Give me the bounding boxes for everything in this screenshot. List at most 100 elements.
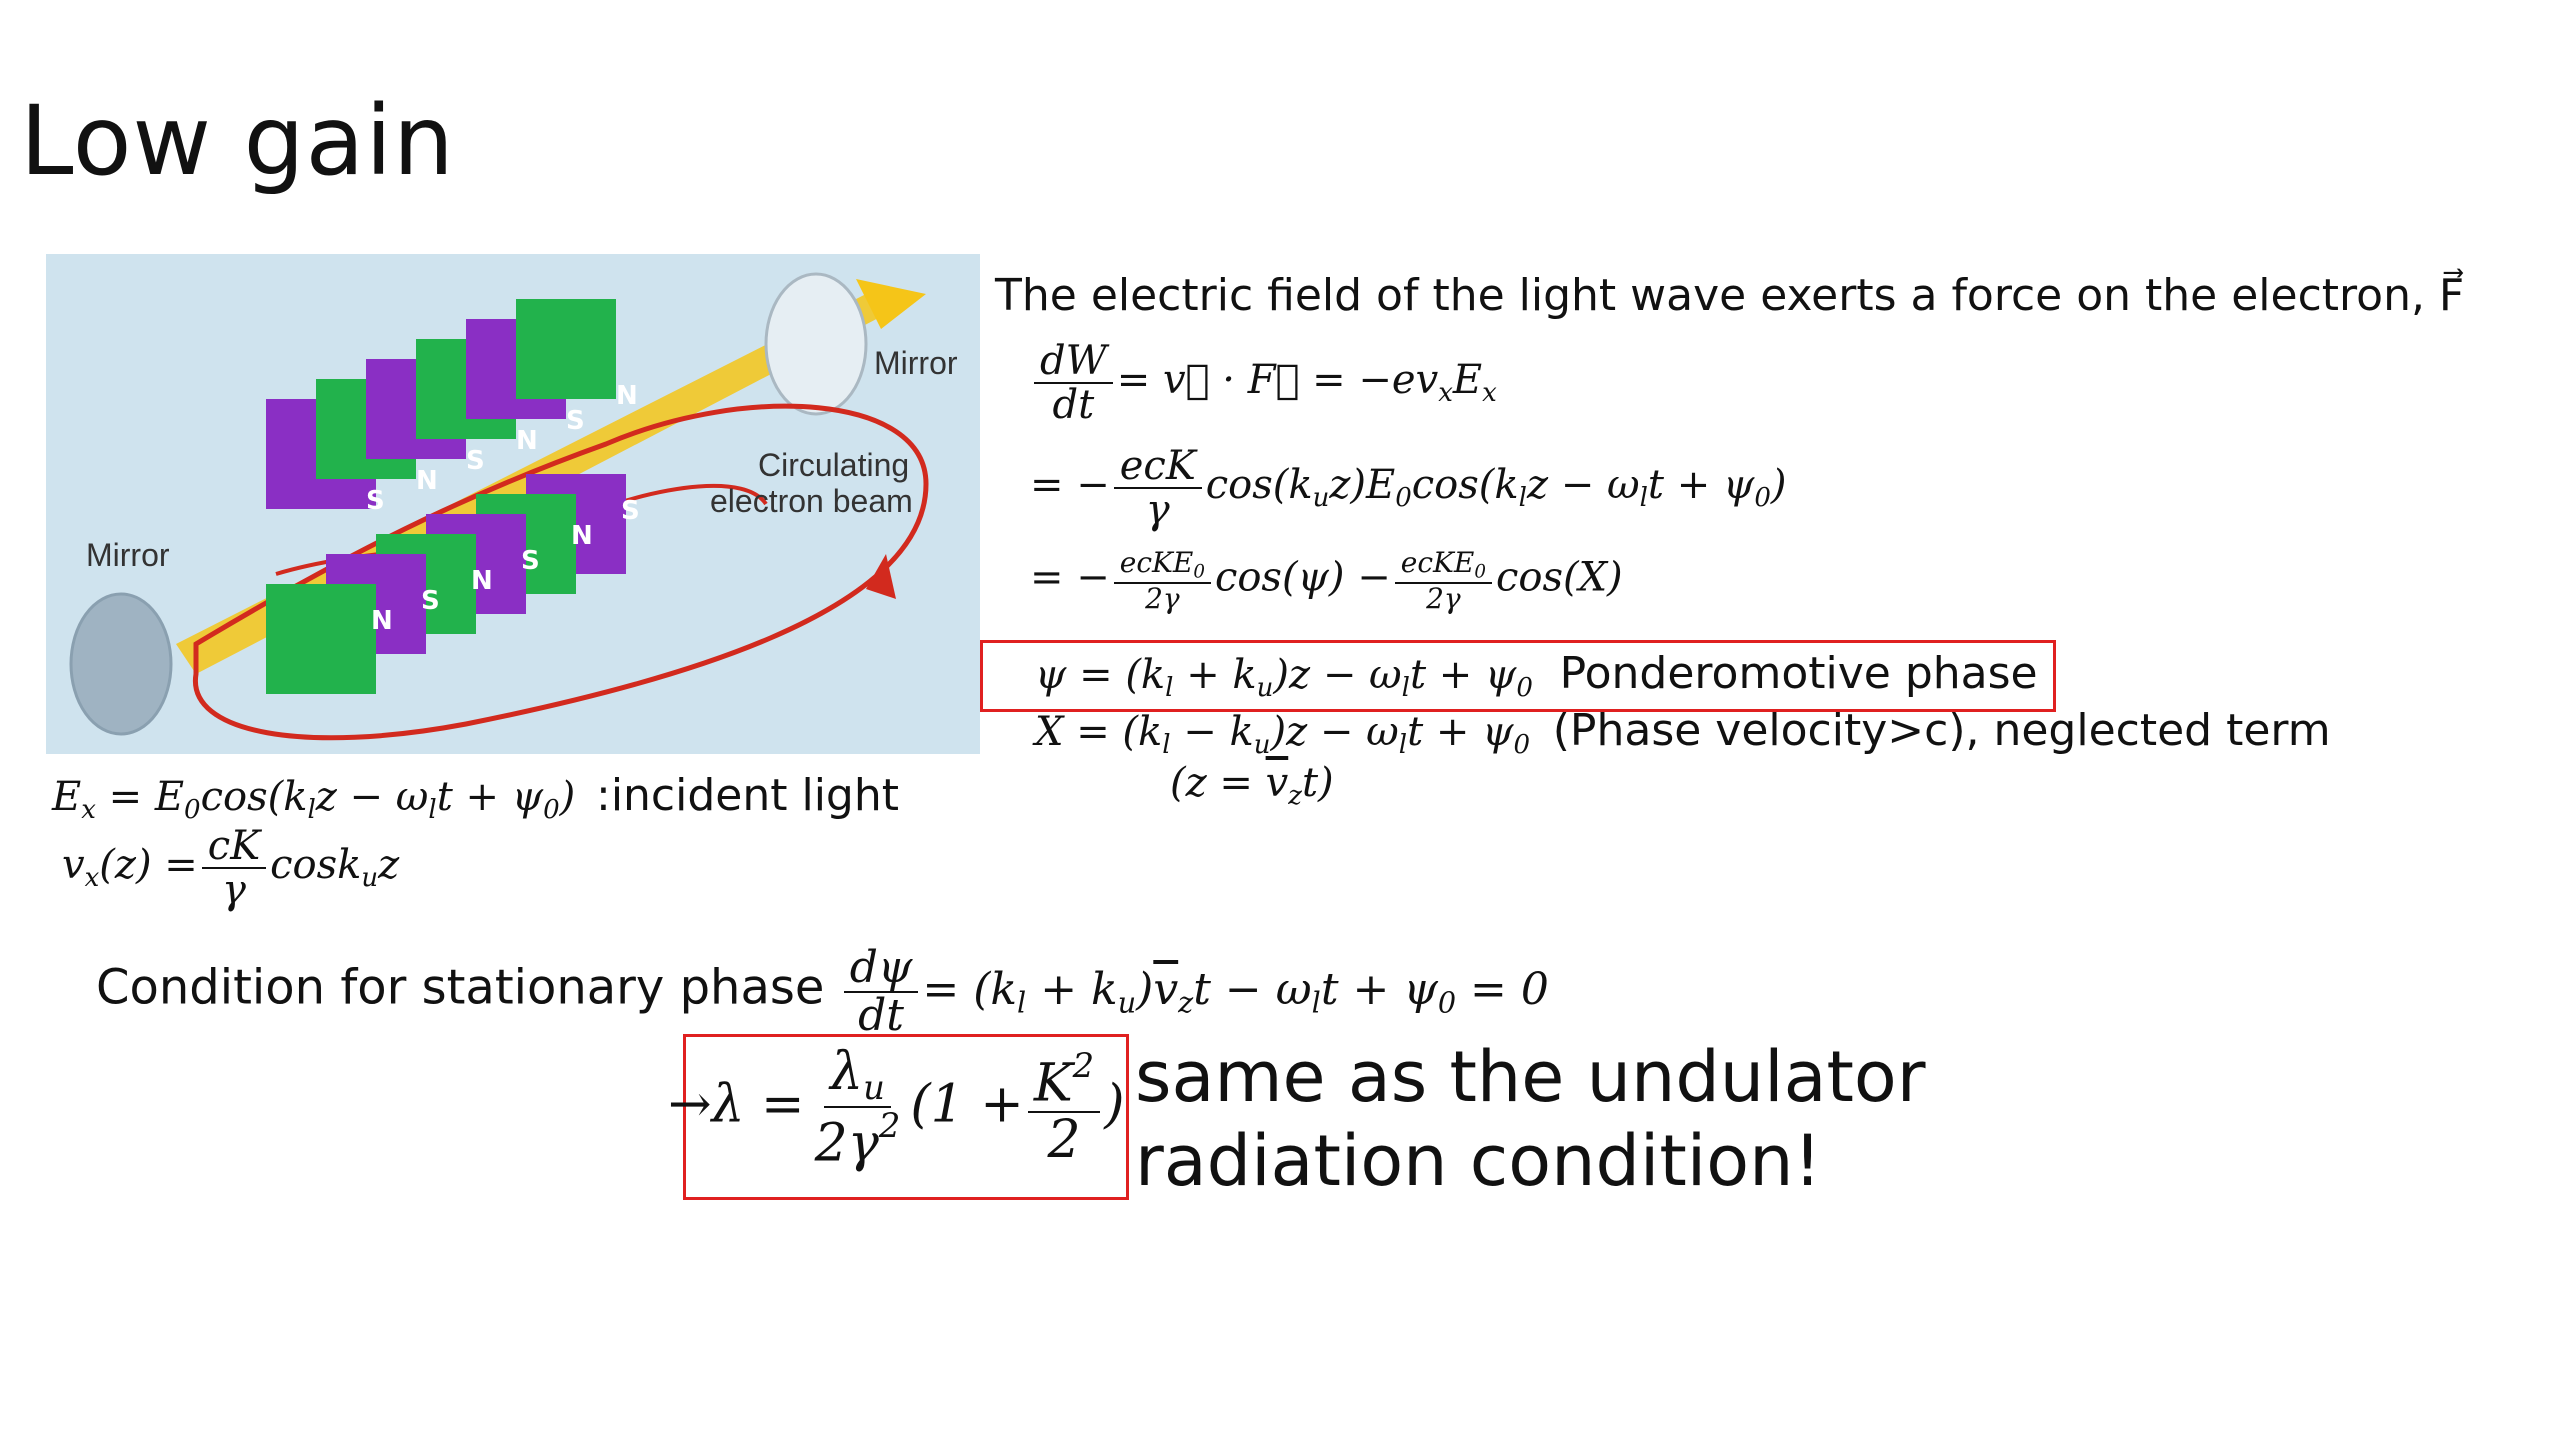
highlight-box-lambda (683, 1034, 1129, 1200)
magnet-green (516, 299, 616, 399)
pole-label: S (466, 446, 485, 476)
pole-label: S (566, 406, 585, 436)
left-mirror (69, 592, 173, 736)
eq-part: ) (1770, 462, 1787, 508)
eq-part: = − (1030, 554, 1110, 601)
eq-part: cos(X) (1495, 554, 1623, 601)
equation-psi: ψ = (kl + ku)z − ωlt + ψ0 Ponderomotive … (1035, 648, 2038, 703)
pole-label: N (516, 426, 538, 456)
eq-part: )z − ω (1270, 709, 1399, 755)
magnet-array-bottom (266, 474, 626, 694)
highlight-box-phase (980, 640, 2056, 712)
pole-label: N (471, 566, 493, 596)
frac-num: ecKE0 (1394, 548, 1492, 584)
eq-part: cosk (270, 842, 362, 888)
eq-part: →λ = (668, 1074, 805, 1135)
frac-den: 2 (1047, 1110, 1081, 1171)
fel-diagram: S N S N S N N S N S N S Mirror Mirror Ci… (46, 254, 980, 754)
magnet-green (266, 584, 376, 694)
eq-part: (1 + (910, 1074, 1024, 1135)
eq-sub: x (1438, 377, 1453, 408)
pole-label: S (521, 546, 540, 576)
eq-part: + k (1173, 652, 1257, 698)
beam-label-line2: electron beam (710, 483, 913, 519)
eq-part: t + ψ (1407, 709, 1514, 755)
condition-label: Condition for stationary phase (96, 959, 825, 1016)
pole-label: N (571, 521, 593, 551)
note-line-2: radiation condition! (1135, 1120, 1822, 1202)
eq-part: ) (1104, 1074, 1125, 1135)
frac-den: 2γ (1426, 581, 1461, 615)
pole-label: S (421, 586, 440, 616)
equation-z: (z = vzt) (1170, 760, 1334, 811)
ponderomotive-label: Ponderomotive phase (1559, 648, 2038, 699)
eq-sub: 0 (1754, 482, 1771, 513)
eq-part: z − ω (1526, 462, 1640, 508)
eq-sub: u (1312, 482, 1330, 513)
eq-part: ψ = (k (1035, 652, 1166, 698)
eq-sub: 0 (1395, 482, 1412, 513)
beam-label-line1: Circulating (758, 447, 909, 483)
right-mirror (764, 272, 868, 416)
eq-part: t + ψ (436, 774, 544, 820)
pole-label: N (416, 466, 438, 496)
eq-sub: l (1518, 482, 1527, 513)
magnet-array-top (266, 299, 616, 509)
intro-text: The electric field of the light wave exe… (995, 270, 2465, 321)
eq-part: (z) = (99, 842, 198, 888)
eq-part: X = (k (1035, 709, 1163, 755)
eq-part: t) (1301, 760, 1334, 806)
eq-part: E (1452, 357, 1483, 403)
pole-label: N (616, 381, 638, 411)
eq-part: z (378, 842, 400, 888)
page-title: Low gain (20, 85, 455, 197)
eq-part: )z − ω (1273, 652, 1402, 698)
eq-part: cos(k (1411, 462, 1519, 508)
frac-den: 2γ (1145, 581, 1180, 615)
frac-num: cK (201, 825, 267, 869)
incident-light-label: :incident light (596, 770, 899, 821)
light-arrow-head (856, 279, 926, 329)
eq-part: cos(k (200, 774, 308, 820)
frac-num: K2 (1027, 1048, 1101, 1114)
equation-ex: Ex = E0cos(klz − ωlt + ψ0) :incident lig… (52, 770, 899, 825)
beam-arrow (866, 554, 896, 599)
neglected-label: (Phase velocity>c), neglected term (1552, 705, 2331, 756)
frac-den: γ (1145, 487, 1170, 533)
pole-label: S (366, 486, 385, 516)
eq-part: = E (95, 774, 185, 820)
frac-num: ecKE0 (1113, 548, 1211, 584)
frac-den: γ (221, 867, 246, 913)
eq-part: cos(k (1205, 462, 1313, 508)
eq-sub: x (1482, 377, 1497, 408)
mirror-right-label: Mirror (874, 345, 958, 381)
eq-part: − k (1170, 709, 1254, 755)
eq-part: t + ψ (1647, 462, 1755, 508)
frac-den: dt (858, 990, 904, 1042)
eq-part: (z = (1170, 760, 1266, 806)
eq-part: ) (559, 774, 576, 820)
eq-part: v (62, 842, 85, 888)
eq-part: = v⃗ · F⃗ = −ev (1116, 357, 1439, 403)
eq-part: t + ψ (1410, 652, 1517, 698)
fel-illustration: S N S N S N N S N S N S Mirror Mirror Ci… (46, 254, 980, 754)
note-line-1: same as the undulator (1135, 1036, 1926, 1118)
frac-num: dψ (843, 944, 919, 994)
eq-sub: l (1639, 482, 1648, 513)
eq-part: cos(ψ) − (1214, 554, 1391, 601)
eq-part: = − (1030, 462, 1110, 508)
mirror-left-label: Mirror (86, 537, 170, 573)
eq-part: z − ω (315, 774, 429, 820)
frac-num: λu (824, 1045, 891, 1108)
frac-den: 2γ2 (814, 1105, 901, 1174)
frac-num: dW (1034, 340, 1113, 384)
eq-part: v (1265, 760, 1289, 806)
eq-part: E (52, 774, 82, 820)
